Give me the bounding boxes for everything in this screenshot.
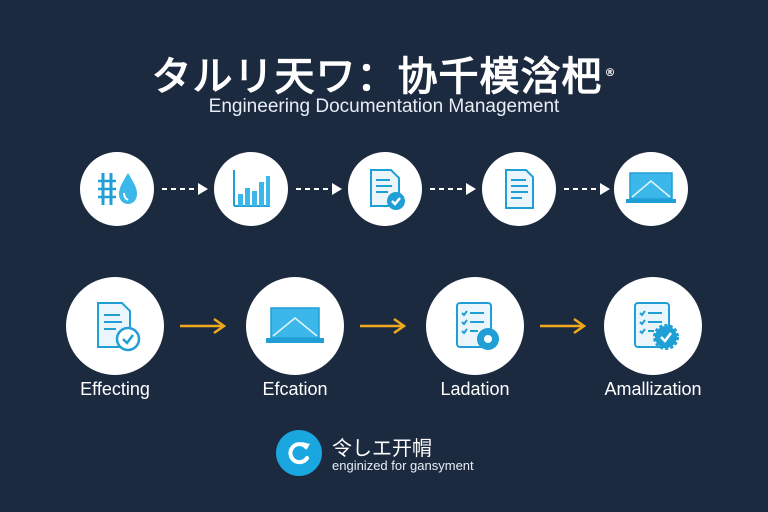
dashed-arrow-1 xyxy=(162,183,208,195)
step-label-ladation: Ladation xyxy=(440,379,510,399)
laptop-icon xyxy=(266,307,324,343)
checklist-gear-icon xyxy=(634,302,679,350)
checked-document-icon xyxy=(97,302,141,352)
step-label-efcation: Efcation xyxy=(262,379,328,399)
step-circle-measure[interactable] xyxy=(80,152,154,226)
dashed-arrow-4 xyxy=(564,183,610,195)
dashed-arrow-3 xyxy=(430,183,476,195)
footer-subtitle: enginized for gansyment xyxy=(332,458,474,473)
checklist-badge-icon xyxy=(456,302,499,350)
registered-mark: ® xyxy=(604,65,617,79)
bar-chart-icon xyxy=(233,170,270,207)
step-circle-chart[interactable] xyxy=(214,152,288,226)
step-circle-effecting[interactable] xyxy=(66,277,164,375)
step-circle-ladation[interactable] xyxy=(426,277,524,375)
orange-arrow-2 xyxy=(360,317,407,335)
page-title-text: タルリ天ワ：协千模浛杷 xyxy=(151,54,603,100)
page-title: タルリ天ワ：协千模浛杷® xyxy=(0,44,768,102)
document-icon xyxy=(505,169,534,209)
step-circle-document[interactable] xyxy=(482,152,556,226)
refresh-c-icon xyxy=(288,442,310,465)
step-circle-efcation[interactable] xyxy=(246,277,344,375)
checked-document-icon xyxy=(370,169,405,210)
dashed-arrow-2 xyxy=(296,183,342,195)
step-circle-checked-doc[interactable] xyxy=(348,152,422,226)
ruler-drop-icon xyxy=(98,173,137,205)
step-circle-laptop[interactable] xyxy=(614,152,688,226)
footer-title: 令しエ开㡌 xyxy=(332,436,432,460)
step-label-effecting: Effecting xyxy=(80,379,150,399)
page-subtitle: Engineering Documentation Management xyxy=(208,96,560,117)
footer-logo[interactable] xyxy=(276,430,322,476)
step-label-amallization: Amallization xyxy=(604,379,702,399)
orange-arrow-3 xyxy=(540,317,587,335)
laptop-icon xyxy=(626,172,676,203)
step-circle-amallization[interactable] xyxy=(604,277,702,375)
orange-arrow-1 xyxy=(180,317,227,335)
